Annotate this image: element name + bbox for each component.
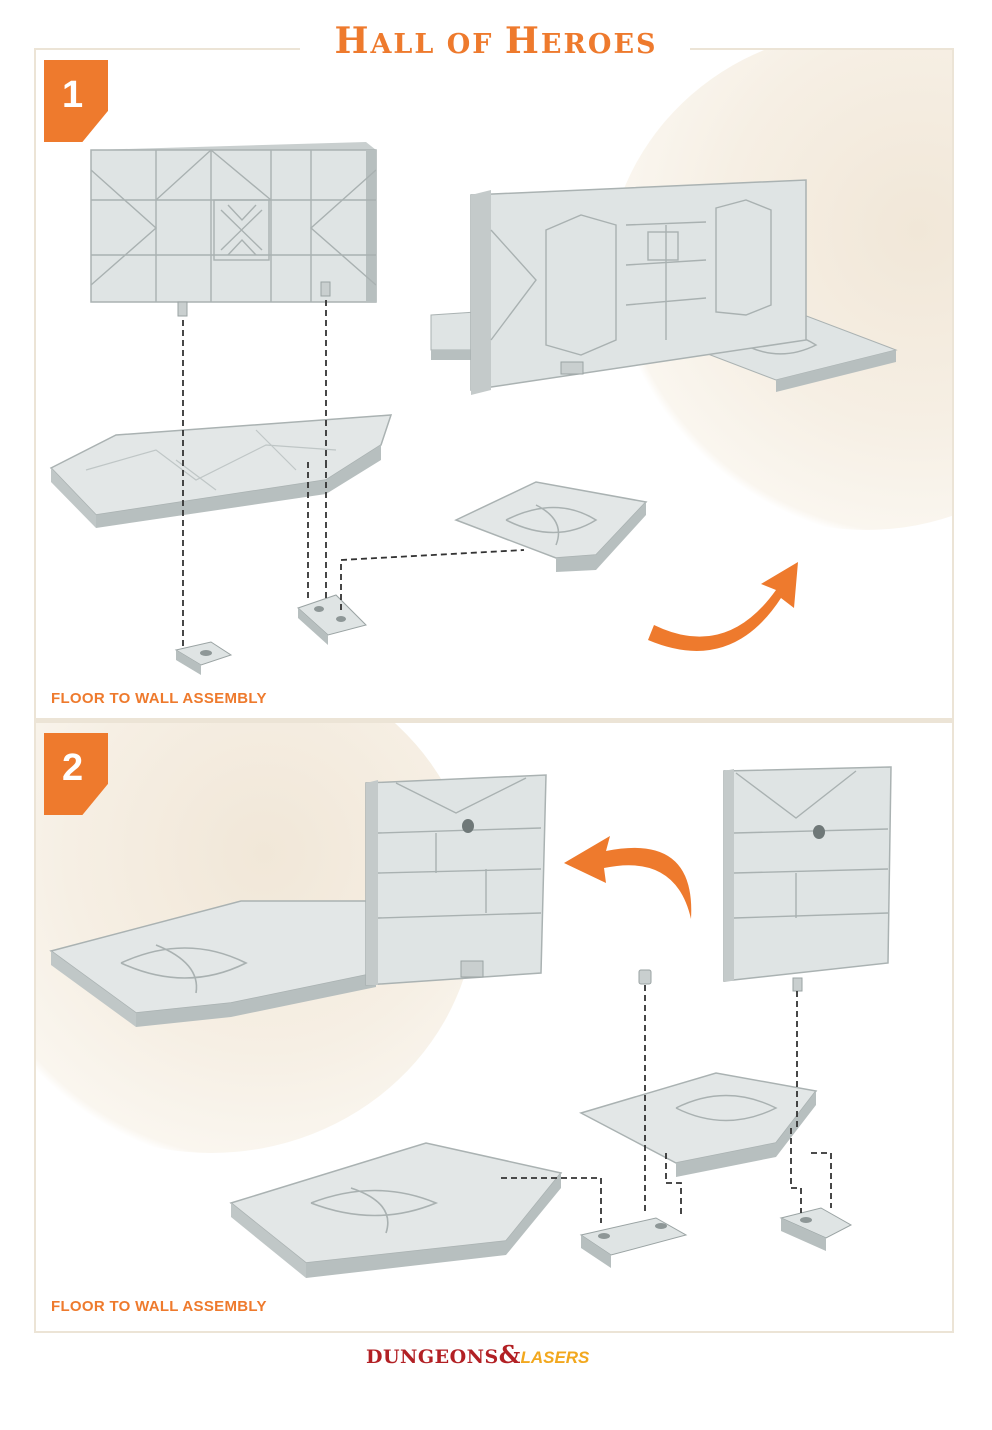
step-1-illustration (49, 142, 898, 675)
clip-connector (174, 641, 233, 675)
title-backdrop (300, 40, 690, 60)
step-2-illustration (49, 766, 892, 1278)
page-title-overlay: HALL OF HEROES (334, 20, 658, 62)
brand-lasers: LASERS (520, 1348, 590, 1367)
wall-panel-large (90, 142, 377, 317)
step-2-panel: 2 FLOOR TO WALL ASSEMBLY (36, 723, 952, 1330)
floor-tile-long (49, 414, 393, 528)
guide-lines (182, 300, 525, 650)
clip-double-2 (579, 1217, 688, 1268)
step-2-caption: FLOOR TO WALL ASSEMBLY (51, 1298, 267, 1315)
peg-connector (638, 969, 652, 985)
move-arrow (564, 836, 692, 919)
brand-ampersand: & (498, 1340, 521, 1369)
panel-divider (34, 718, 954, 723)
step-1-panel: 1 FLOOR TO WALL ASSEMBLY (36, 50, 952, 718)
clip-double (297, 594, 367, 645)
assembled-corner (430, 179, 898, 395)
floor-tile-right (579, 1072, 818, 1177)
floor-tile-knot (454, 481, 648, 572)
step-1-caption: FLOOR TO WALL ASSEMBLY (51, 690, 267, 707)
brand-dungeons: DUNGEONS (366, 1346, 499, 1368)
guide-lines-2 (501, 985, 832, 1223)
rotate-arrow (648, 562, 798, 651)
brand-logo: DUNGEONS&LASERS (366, 1340, 626, 1380)
clip-connector-2 (779, 1207, 853, 1251)
wall-panel-square (723, 766, 892, 992)
assembled-floor-wall (49, 774, 547, 1027)
floor-tile-left (229, 1142, 563, 1278)
